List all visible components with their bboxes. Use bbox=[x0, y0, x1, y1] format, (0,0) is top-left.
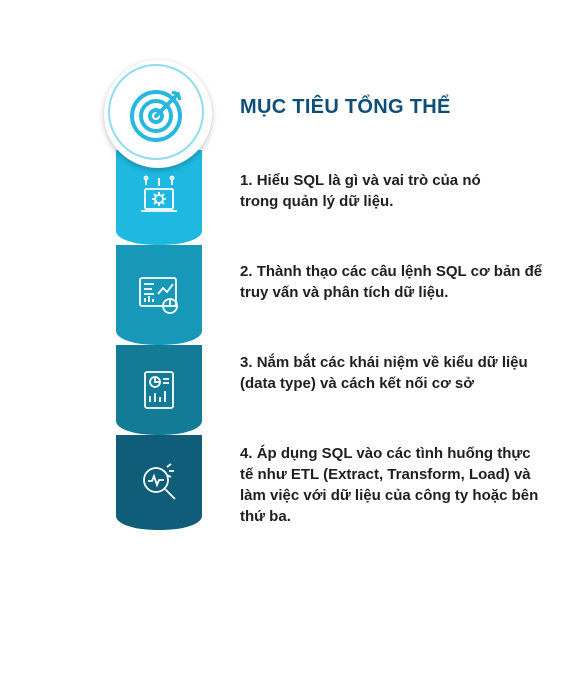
objective-text: Hiểu SQL là gì và vai trò của nó trong q… bbox=[240, 172, 481, 210]
column-segment-4 bbox=[116, 435, 202, 530]
objective-item-1: 1. Hiểu SQL là gì và vai trò của nó tron… bbox=[240, 170, 510, 212]
magnifier-analytics-icon bbox=[143, 462, 176, 500]
objective-item-2: 2. Thành thạo các câu lệnh SQL cơ bản để… bbox=[240, 261, 560, 303]
page-title: MỤC TIÊU TỔNG THỂ bbox=[240, 96, 451, 118]
objective-number: 1. bbox=[240, 172, 253, 189]
objective-text: Thành thạo các câu lệnh SQL cơ bản để tr… bbox=[240, 263, 543, 301]
objective-number: 3. bbox=[240, 354, 253, 371]
objective-item-4: 4. Áp dụng SQL vào các tình huống thực t… bbox=[240, 443, 540, 527]
target-icon bbox=[130, 90, 182, 142]
objective-item-3: 3. Nắm bắt các khái niệm về kiểu dữ liệu… bbox=[240, 352, 540, 394]
column-segment-3 bbox=[116, 345, 202, 435]
objective-text: Nắm bắt các khái niệm về kiểu dữ liệu (d… bbox=[240, 354, 528, 392]
target-badge-ring bbox=[108, 64, 204, 160]
target-badge bbox=[104, 60, 212, 168]
gear-laptop-icon bbox=[141, 175, 177, 212]
objective-text: Áp dụng SQL vào các tình huống thực tế n… bbox=[240, 445, 539, 525]
objective-number: 2. bbox=[240, 263, 253, 280]
report-chart-icon bbox=[144, 371, 174, 409]
objective-number: 4. bbox=[240, 445, 253, 462]
column-segment-2 bbox=[116, 245, 202, 345]
dashboard-icon bbox=[139, 277, 178, 314]
